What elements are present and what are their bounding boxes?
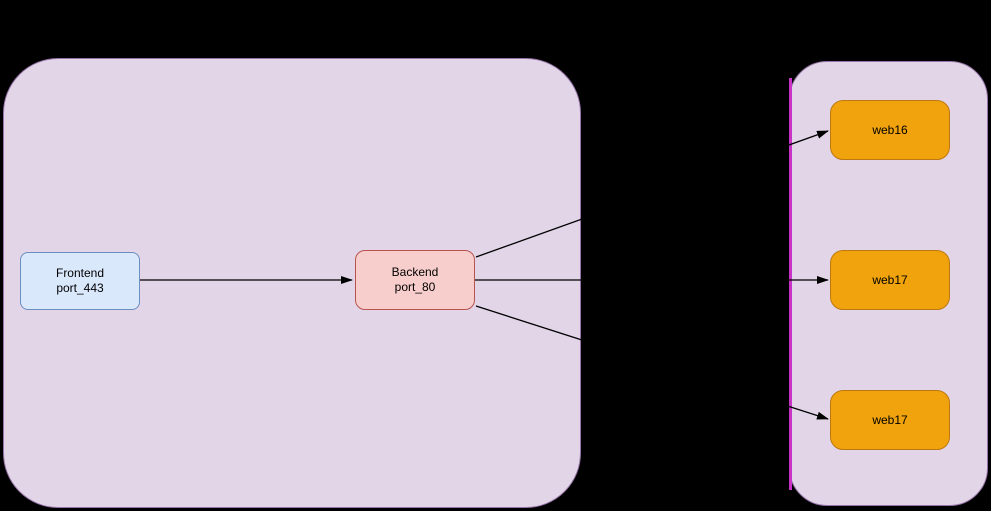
node-web17-bottom-label: web17 (872, 412, 908, 427)
node-backend[interactable]: Backend port_80 (355, 250, 475, 310)
node-backend-label-line1: Backend (391, 265, 439, 279)
node-frontend[interactable]: Frontend port_443 (20, 252, 140, 310)
node-web17-middle-label: web17 (872, 272, 908, 287)
node-web17-bottom[interactable]: web17 (830, 390, 950, 450)
node-web16[interactable]: web16 (830, 100, 950, 160)
web-servers-container-accent-edge (789, 78, 792, 490)
node-frontend-label-line1: Frontend (55, 266, 105, 280)
node-backend-label-line2: port_80 (394, 280, 436, 294)
node-web16-label: web16 (872, 122, 908, 137)
node-web17-middle[interactable]: web17 (830, 250, 950, 310)
node-frontend-label-line2: port_443 (56, 281, 104, 295)
